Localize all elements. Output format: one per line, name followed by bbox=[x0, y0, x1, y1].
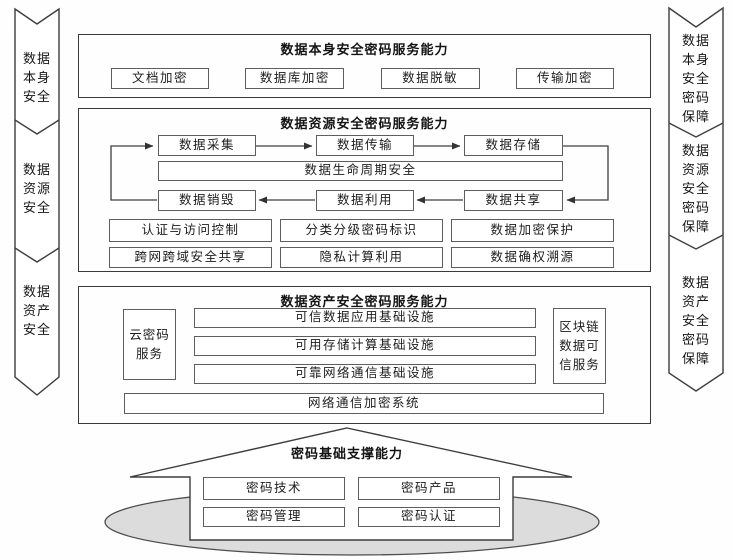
item-reliable-network-comm-infra: 可靠网络通信基础设施 bbox=[194, 364, 536, 384]
panel-data-asset-security: 数据资产安全密码服务能力 云密码服务 可信数据应用基础设施 可用存储计算基础设施… bbox=[78, 286, 651, 424]
lifecycle-data-collection: 数据采集 bbox=[158, 135, 256, 156]
panel2-grid-row-1: 认证与访问控制 分类分级密码标识 数据加密保护 bbox=[109, 219, 614, 242]
panel-data-itself-security: 数据本身安全密码服务能力 文档加密 数据库加密 数据脱敏 传输加密 bbox=[78, 34, 651, 98]
item-crypto-product: 密码产品 bbox=[358, 477, 500, 500]
right-banner-divider-icon bbox=[668, 234, 724, 250]
item-private-computing-usage: 隐私计算利用 bbox=[280, 247, 443, 268]
item-label: 云密码服务 bbox=[129, 327, 170, 361]
panel-title: 数据资产安全密码服务能力 bbox=[280, 294, 449, 309]
item-data-masking: 数据脱敏 bbox=[380, 68, 480, 89]
panel-title: 数据资源安全密码服务能力 bbox=[280, 116, 449, 131]
item-transport-encryption: 传输加密 bbox=[515, 68, 614, 89]
item-usable-storage-compute-infra: 可用存储计算基础设施 bbox=[194, 336, 536, 356]
item-cross-network-sharing: 跨网跨域安全共享 bbox=[109, 247, 272, 268]
panel-data-resource-security: 数据资源安全密码服务能力 数据采集 数据传输 数据存储 数据生命周期安全 数据销… bbox=[78, 108, 651, 272]
right-banner-divider-icon bbox=[668, 122, 724, 138]
lifecycle-data-transfer: 数据传输 bbox=[316, 135, 414, 156]
panel1-items-row: 文档加密 数据库加密 数据脱敏 传输加密 bbox=[111, 68, 614, 89]
right-banner-label-data-resource-guarantee: 数据资源安全密码保障 bbox=[681, 143, 710, 234]
item-classification-crypto-id: 分类分级密码标识 bbox=[280, 219, 443, 242]
left-banner-divider-icon bbox=[14, 247, 60, 263]
item-crypto-certification: 密码认证 bbox=[358, 507, 500, 527]
lifecycle-data-destruction: 数据销毁 bbox=[158, 190, 256, 211]
lifecycle-data-usage: 数据利用 bbox=[316, 190, 414, 211]
panel-title: 数据本身安全密码服务能力 bbox=[280, 42, 449, 57]
item-network-comm-encryption-system: 网络通信加密系统 bbox=[124, 393, 604, 414]
item-trusted-data-app-infra: 可信数据应用基础设施 bbox=[194, 308, 536, 328]
panel2-grid-row-2: 跨网跨域安全共享 隐私计算利用 数据确权溯源 bbox=[109, 247, 614, 268]
item-database-encryption: 数据库加密 bbox=[245, 68, 345, 89]
left-banner-divider-icon bbox=[14, 119, 60, 135]
item-blockchain-trusted-service: 区块链数据可信服务 bbox=[553, 308, 606, 384]
item-auth-access-control: 认证与访问控制 bbox=[109, 219, 272, 242]
left-banner-label-data-resource: 数据资源安全 bbox=[22, 162, 51, 215]
left-banner-label-data-itself: 数据本身安全 bbox=[22, 51, 51, 104]
item-crypto-management: 密码管理 bbox=[203, 507, 345, 527]
left-banner-shape bbox=[14, 7, 60, 396]
left-banner-label-data-asset: 数据资产安全 bbox=[22, 284, 51, 337]
item-document-encryption: 文档加密 bbox=[111, 68, 209, 89]
right-banner-label-data-itself-guarantee: 数据本身安全密码保障 bbox=[681, 33, 710, 124]
arrow-destroy-to-collect bbox=[110, 142, 157, 201]
item-label: 区块链数据可信服务 bbox=[559, 319, 600, 372]
lifecycle-security-bar: 数据生命周期安全 bbox=[158, 161, 563, 181]
item-data-encryption-protect: 数据加密保护 bbox=[451, 219, 614, 242]
arrow-storage-to-share bbox=[563, 145, 609, 204]
right-banner-shape bbox=[668, 6, 724, 392]
item-crypto-technology: 密码技术 bbox=[203, 477, 345, 500]
item-cloud-crypto-service: 云密码服务 bbox=[123, 309, 176, 380]
item-data-right-traceability: 数据确权溯源 bbox=[451, 247, 614, 268]
lifecycle-data-storage: 数据存储 bbox=[464, 135, 563, 156]
right-banner-label-data-asset-guarantee: 数据资产安全密码保障 bbox=[681, 275, 710, 366]
foundation-title: 密码基础支撑能力 bbox=[290, 446, 403, 461]
lifecycle-data-sharing: 数据共享 bbox=[464, 190, 563, 211]
